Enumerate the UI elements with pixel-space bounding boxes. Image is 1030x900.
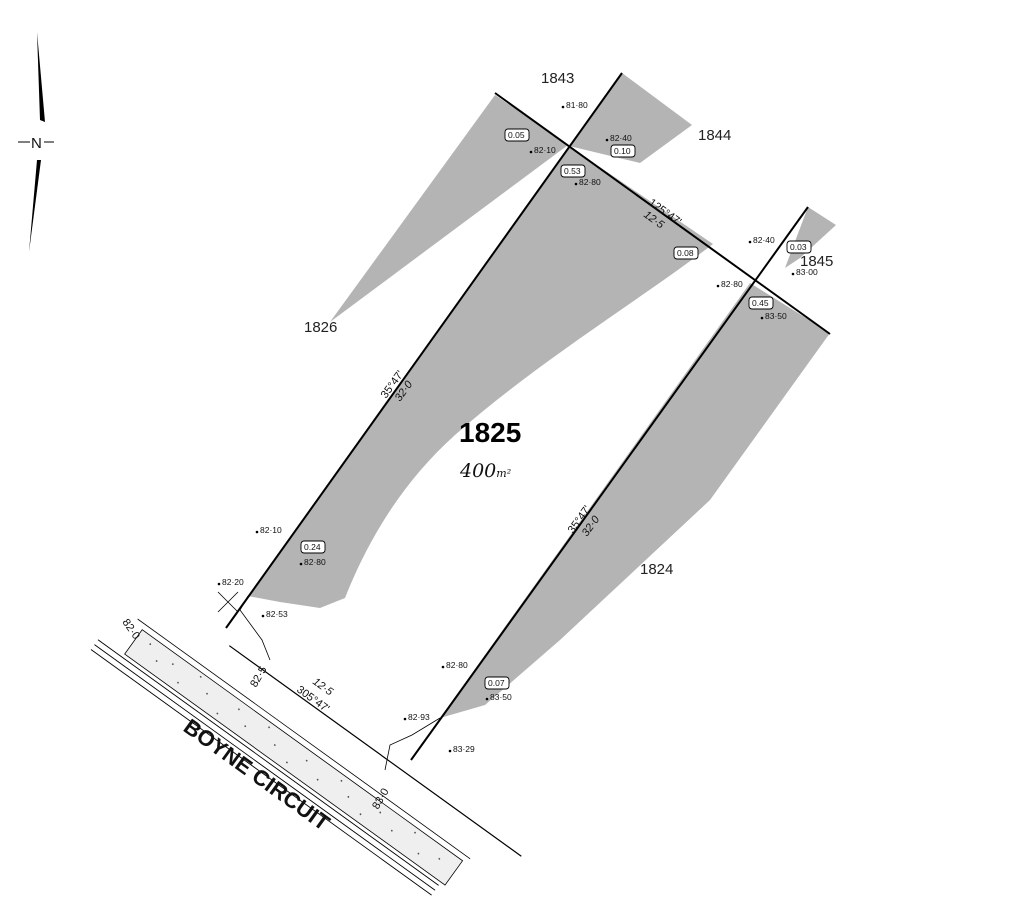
spot-levels: 81·80 82·40 82·10 82·80 82·40 83·00 82·8… <box>217 100 818 754</box>
boxed-value: 0.05 <box>504 128 530 142</box>
spot-level: 82·80 <box>441 660 468 670</box>
lot-label-1843: 1843 <box>541 70 574 87</box>
spot-level: 81·80 <box>561 100 588 110</box>
lot-label-1826: 1826 <box>304 319 337 336</box>
subject-lot-area: 400m² <box>459 460 511 482</box>
svg-text:0.53: 0.53 <box>564 166 581 176</box>
kerb-line <box>137 618 471 860</box>
area-value: 400 <box>459 460 496 482</box>
svg-text:82·80: 82·80 <box>721 279 743 289</box>
lot-label-1824: 1824 <box>640 561 673 578</box>
spot-level: 82·80 <box>574 177 601 187</box>
left-boundary-line <box>225 72 623 629</box>
driveway-left <box>239 595 271 661</box>
shade-lot-1826 <box>330 95 568 322</box>
svg-text:82·40: 82·40 <box>753 235 775 245</box>
rear-boundary-line <box>494 92 831 335</box>
spot-level: 82·80 <box>716 279 743 289</box>
svg-text:0.10: 0.10 <box>614 146 631 156</box>
svg-text:81·80: 81·80 <box>566 100 588 110</box>
boxed-values: 0.05 0.10 0.53 0.08 0.03 0.45 0.24 0.07 <box>300 128 812 690</box>
shade-lot-1844 <box>569 73 692 163</box>
spot-level: 82·40 <box>748 235 775 245</box>
lot-label-1845: 1845 <box>800 253 833 270</box>
svg-text:82·80: 82·80 <box>446 660 468 670</box>
boxed-value: 0.07 <box>484 676 510 690</box>
boxed-value: 0.45 <box>748 296 774 310</box>
svg-text:82·10: 82·10 <box>260 525 282 535</box>
spot-level: 82·20 <box>217 577 244 587</box>
road-line-2 <box>94 644 436 891</box>
north-arrow: N <box>18 32 54 252</box>
spot-level: 82·53 <box>261 609 288 619</box>
spot-level: 83·50 <box>760 311 787 321</box>
svg-text:82·93: 82·93 <box>408 712 430 722</box>
right-boundary-line <box>410 206 809 761</box>
svg-text:83·50: 83·50 <box>490 692 512 702</box>
area-unit: m² <box>496 467 511 480</box>
driveway-right <box>384 717 441 771</box>
road-line-3 <box>90 649 432 896</box>
spot-level: 82·40 <box>605 133 632 143</box>
svg-text:0.03: 0.03 <box>790 242 807 252</box>
road-strip <box>90 591 522 896</box>
shade-lot-1824 <box>440 283 830 718</box>
stipple-dots <box>149 643 441 860</box>
spot-level: 82·10 <box>255 525 282 535</box>
shade-lot-1825 <box>248 146 713 608</box>
svg-text:0.07: 0.07 <box>488 678 505 688</box>
svg-text:82·80: 82·80 <box>579 177 601 187</box>
svg-text:82·20: 82·20 <box>222 577 244 587</box>
footpath-stipple <box>124 629 464 886</box>
boxed-value: 0.08 <box>673 246 699 260</box>
svg-text:82·10: 82·10 <box>534 145 556 155</box>
boxed-value: 0.10 <box>610 144 636 158</box>
svg-text:82·80: 82·80 <box>304 557 326 567</box>
boxed-value: 0.53 <box>560 164 586 178</box>
svg-text:0.05: 0.05 <box>508 130 525 140</box>
boxed-value: 0.03 <box>786 240 812 254</box>
road-line-1 <box>97 639 439 886</box>
svg-text:0.08: 0.08 <box>677 248 694 258</box>
north-arrow-upper-icon <box>37 32 45 122</box>
spot-level: 83·29 <box>448 744 475 754</box>
svg-text:0.45: 0.45 <box>752 298 769 308</box>
svg-text:83·29: 83·29 <box>453 744 475 754</box>
svg-text:83·50: 83·50 <box>765 311 787 321</box>
north-arrow-lower-icon <box>29 160 41 252</box>
road-contour-1: 82·5 <box>248 664 269 689</box>
spot-level: 82·10 <box>529 145 556 155</box>
spot-level: 82·80 <box>299 557 326 567</box>
subject-lot-number: 1825 <box>459 417 521 448</box>
shaded-regions <box>248 73 836 718</box>
cross-mark-left <box>217 591 239 613</box>
boundary-lines <box>225 72 831 761</box>
spot-level: 83·50 <box>485 692 512 702</box>
boxed-value: 0.24 <box>300 540 326 554</box>
svg-text:82·40: 82·40 <box>610 133 632 143</box>
spot-level: 82·93 <box>403 712 430 722</box>
svg-text:82·53: 82·53 <box>266 609 288 619</box>
svg-text:0.24: 0.24 <box>304 542 321 552</box>
spot-level: 83·00 <box>791 267 818 277</box>
property-boundary-line <box>228 645 522 857</box>
lot-label-1844: 1844 <box>698 127 731 144</box>
svg-text:83·00: 83·00 <box>796 267 818 277</box>
north-label: N <box>31 135 42 152</box>
